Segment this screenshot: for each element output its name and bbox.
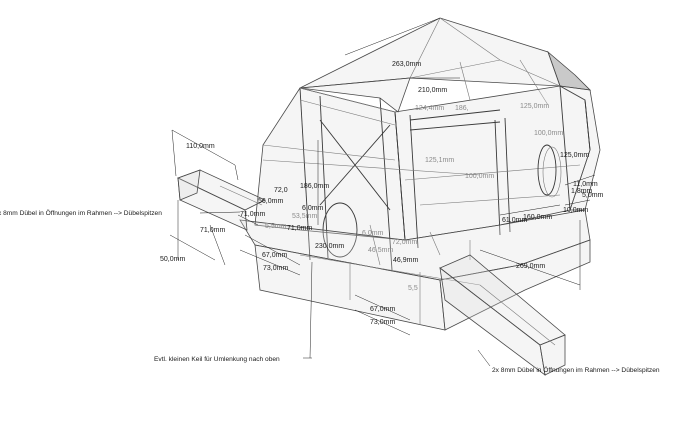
rear-arm-end	[539, 334, 566, 376]
dim-6-b: 6,0mm	[362, 230, 384, 237]
dim-5-5-b: 5,5	[408, 285, 418, 292]
cab-frame	[254, 85, 601, 271]
dim-55-a: 5,5mm	[265, 223, 287, 230]
dim-72-a: 72,0	[274, 187, 288, 194]
cab-front-panel	[254, 87, 406, 241]
dim-210: 210,0mm	[418, 87, 447, 94]
dim-110: 110,0mm	[186, 143, 215, 150]
dim-1-8: 1,8mm	[571, 188, 593, 195]
dim-124: 124,4mm	[415, 105, 444, 112]
dim-100-a: 100,0mm	[534, 130, 563, 137]
dim-71-c: 71,0mm	[287, 225, 312, 232]
dim-230: 230,0mm	[315, 243, 344, 250]
dim-160: 160,0mm	[523, 214, 552, 221]
chassis	[239, 209, 591, 331]
dim-5: 5,0mm	[582, 192, 604, 199]
chassis-side-face	[439, 239, 591, 331]
dim-46-a: 46,5mm	[368, 247, 393, 254]
dim-269: 269,0mm	[516, 263, 545, 270]
roof-top	[299, 17, 561, 89]
note-dowel-left: x 8mm Dübel in Öffnungen im Rahmen --> D…	[0, 209, 162, 217]
dim-73-a: 73,0mm	[263, 265, 288, 272]
note-wedge: Evtl. kleinen Keil für Umlenkung nach ob…	[154, 356, 280, 363]
dim-186-top: 186,	[455, 105, 469, 112]
dim-71-b: 71,0mm	[200, 227, 225, 234]
dim-6: 6,0mm	[302, 205, 324, 212]
note-dowel-right: 2x 8mm Dübel in Öffnungen im Rahmen --> …	[492, 366, 660, 374]
dim-125-b: 125,0mm	[560, 152, 589, 159]
front-arm	[176, 169, 266, 231]
dim-61: 61,0mm	[502, 217, 527, 224]
dim-67-b: 67,0mm	[370, 306, 395, 313]
dim-67-a: 67,0mm	[262, 252, 287, 259]
dim-46-b: 46,9mm	[393, 257, 418, 264]
front-arm-end	[177, 169, 201, 201]
opening-rear	[537, 144, 557, 196]
dim-73-b: 73,0mm	[370, 319, 395, 326]
dim-72-b: 72,0mm	[392, 239, 417, 246]
dimension-labels: 263,0mm 210,0mm 124,4mm 186, 125,0mm 100…	[160, 61, 604, 326]
dim-11: 11,0mm	[573, 181, 598, 188]
dim-50: 50,0mm	[160, 256, 185, 263]
dim-10: 10,0mm	[563, 207, 588, 214]
dim-125-a: 125,0mm	[520, 103, 549, 110]
dim-71-a: 71,0mm	[240, 211, 265, 218]
roof	[299, 17, 592, 113]
dim-125-1: 125,1mm	[425, 157, 454, 164]
dim-53: 53,5mm	[292, 213, 317, 220]
rear-arm	[439, 254, 566, 376]
annotation-notes: x 8mm Dübel in Öffnungen im Rahmen --> D…	[0, 209, 660, 374]
dimension-lines	[169, 17, 596, 367]
dim-263: 263,0mm	[392, 61, 421, 68]
dim-56: 56,0mm	[258, 198, 283, 205]
dim-100-b: 100,0mm	[465, 173, 494, 180]
roof-front-slope	[299, 77, 411, 113]
dim-186: 186,0mm	[300, 183, 329, 190]
